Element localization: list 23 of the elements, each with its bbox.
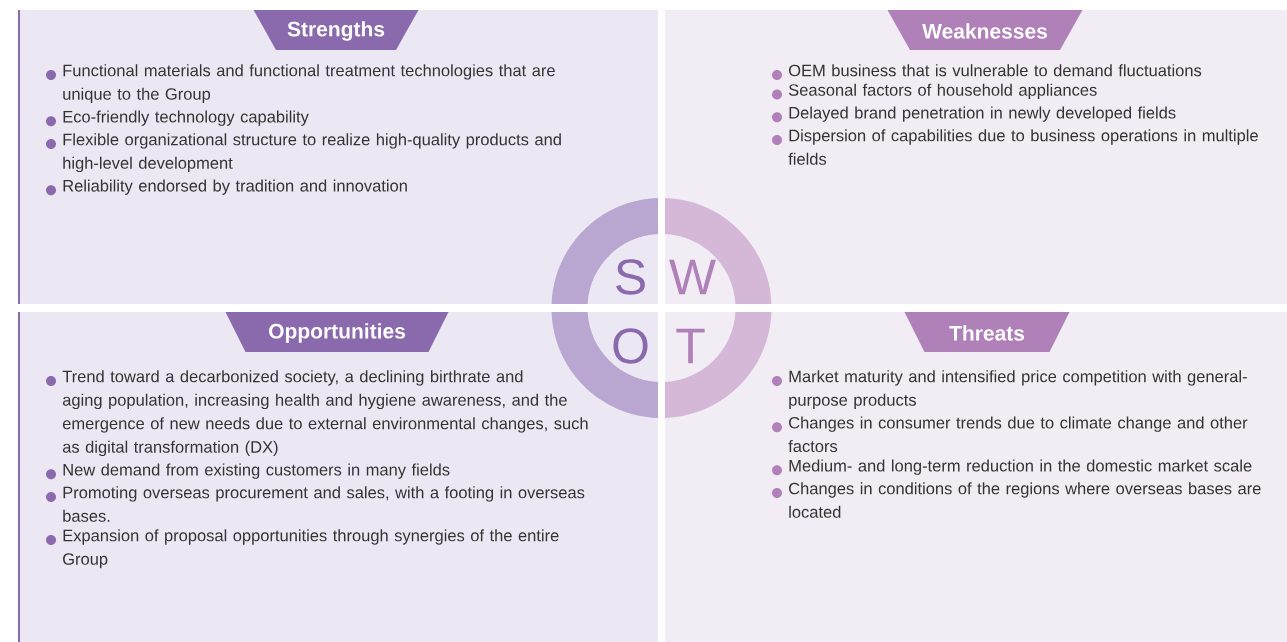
heading-tab: Strengths: [253, 10, 419, 50]
ring-segment: S: [551, 198, 658, 304]
bullet-item: Promoting overseas procurement and sales, with a footing in overseas bases.: [46, 486, 585, 522]
bullet-item: OEM business that is vulnerable to demand fluctuations: [772, 64, 1202, 80]
bullet-item: Dispersion of capabilities due to business operations in multiple fields: [772, 129, 1258, 165]
bullet-item: Flexible organizational structure to realize high-quality products and high-level development: [46, 133, 561, 173]
heading-tab: Opportunities: [225, 312, 449, 352]
bullet-item: Market maturity and intensified price competition with general-purpose products: [772, 370, 1247, 410]
bullet-item: New demand from existing customers in many fields: [46, 463, 450, 480]
bullet-item: Trend toward a decarbonized society, a declining birthrate and aging population, increasing health and hygiene awareness, and the emergence of new needs due to external environmental changes, such as digital transformation (DX): [46, 370, 588, 457]
ring-segment: W: [665, 198, 772, 304]
bullet-item: Expansion of proposal opportunities through synergies of the entire Group: [46, 529, 559, 569]
bullet-item: Eco-friendly technology capability: [46, 110, 309, 127]
bullet-item: Changes in conditions of the regions where overseas bases are located: [772, 482, 1261, 518]
bullet-item: Changes in consumer trends due to climate change and other factors: [772, 416, 1248, 453]
bullet-item: Reliability endorsed by tradition and innovation: [46, 179, 407, 196]
heading-tab: Weaknesses: [887, 10, 1083, 50]
bullet-item: Delayed brand penetration in newly developed fields: [772, 106, 1176, 123]
bullet-item: Medium- and long-term reduction in the domestic market scale: [772, 459, 1252, 476]
bullet-item: Functional materials and functional treatment technologies that are unique to the Group: [46, 64, 555, 104]
ring-segment: T: [665, 312, 772, 418]
heading-tab: Threats: [904, 312, 1070, 352]
bullet-item: Seasonal factors of household appliances: [772, 83, 1097, 100]
